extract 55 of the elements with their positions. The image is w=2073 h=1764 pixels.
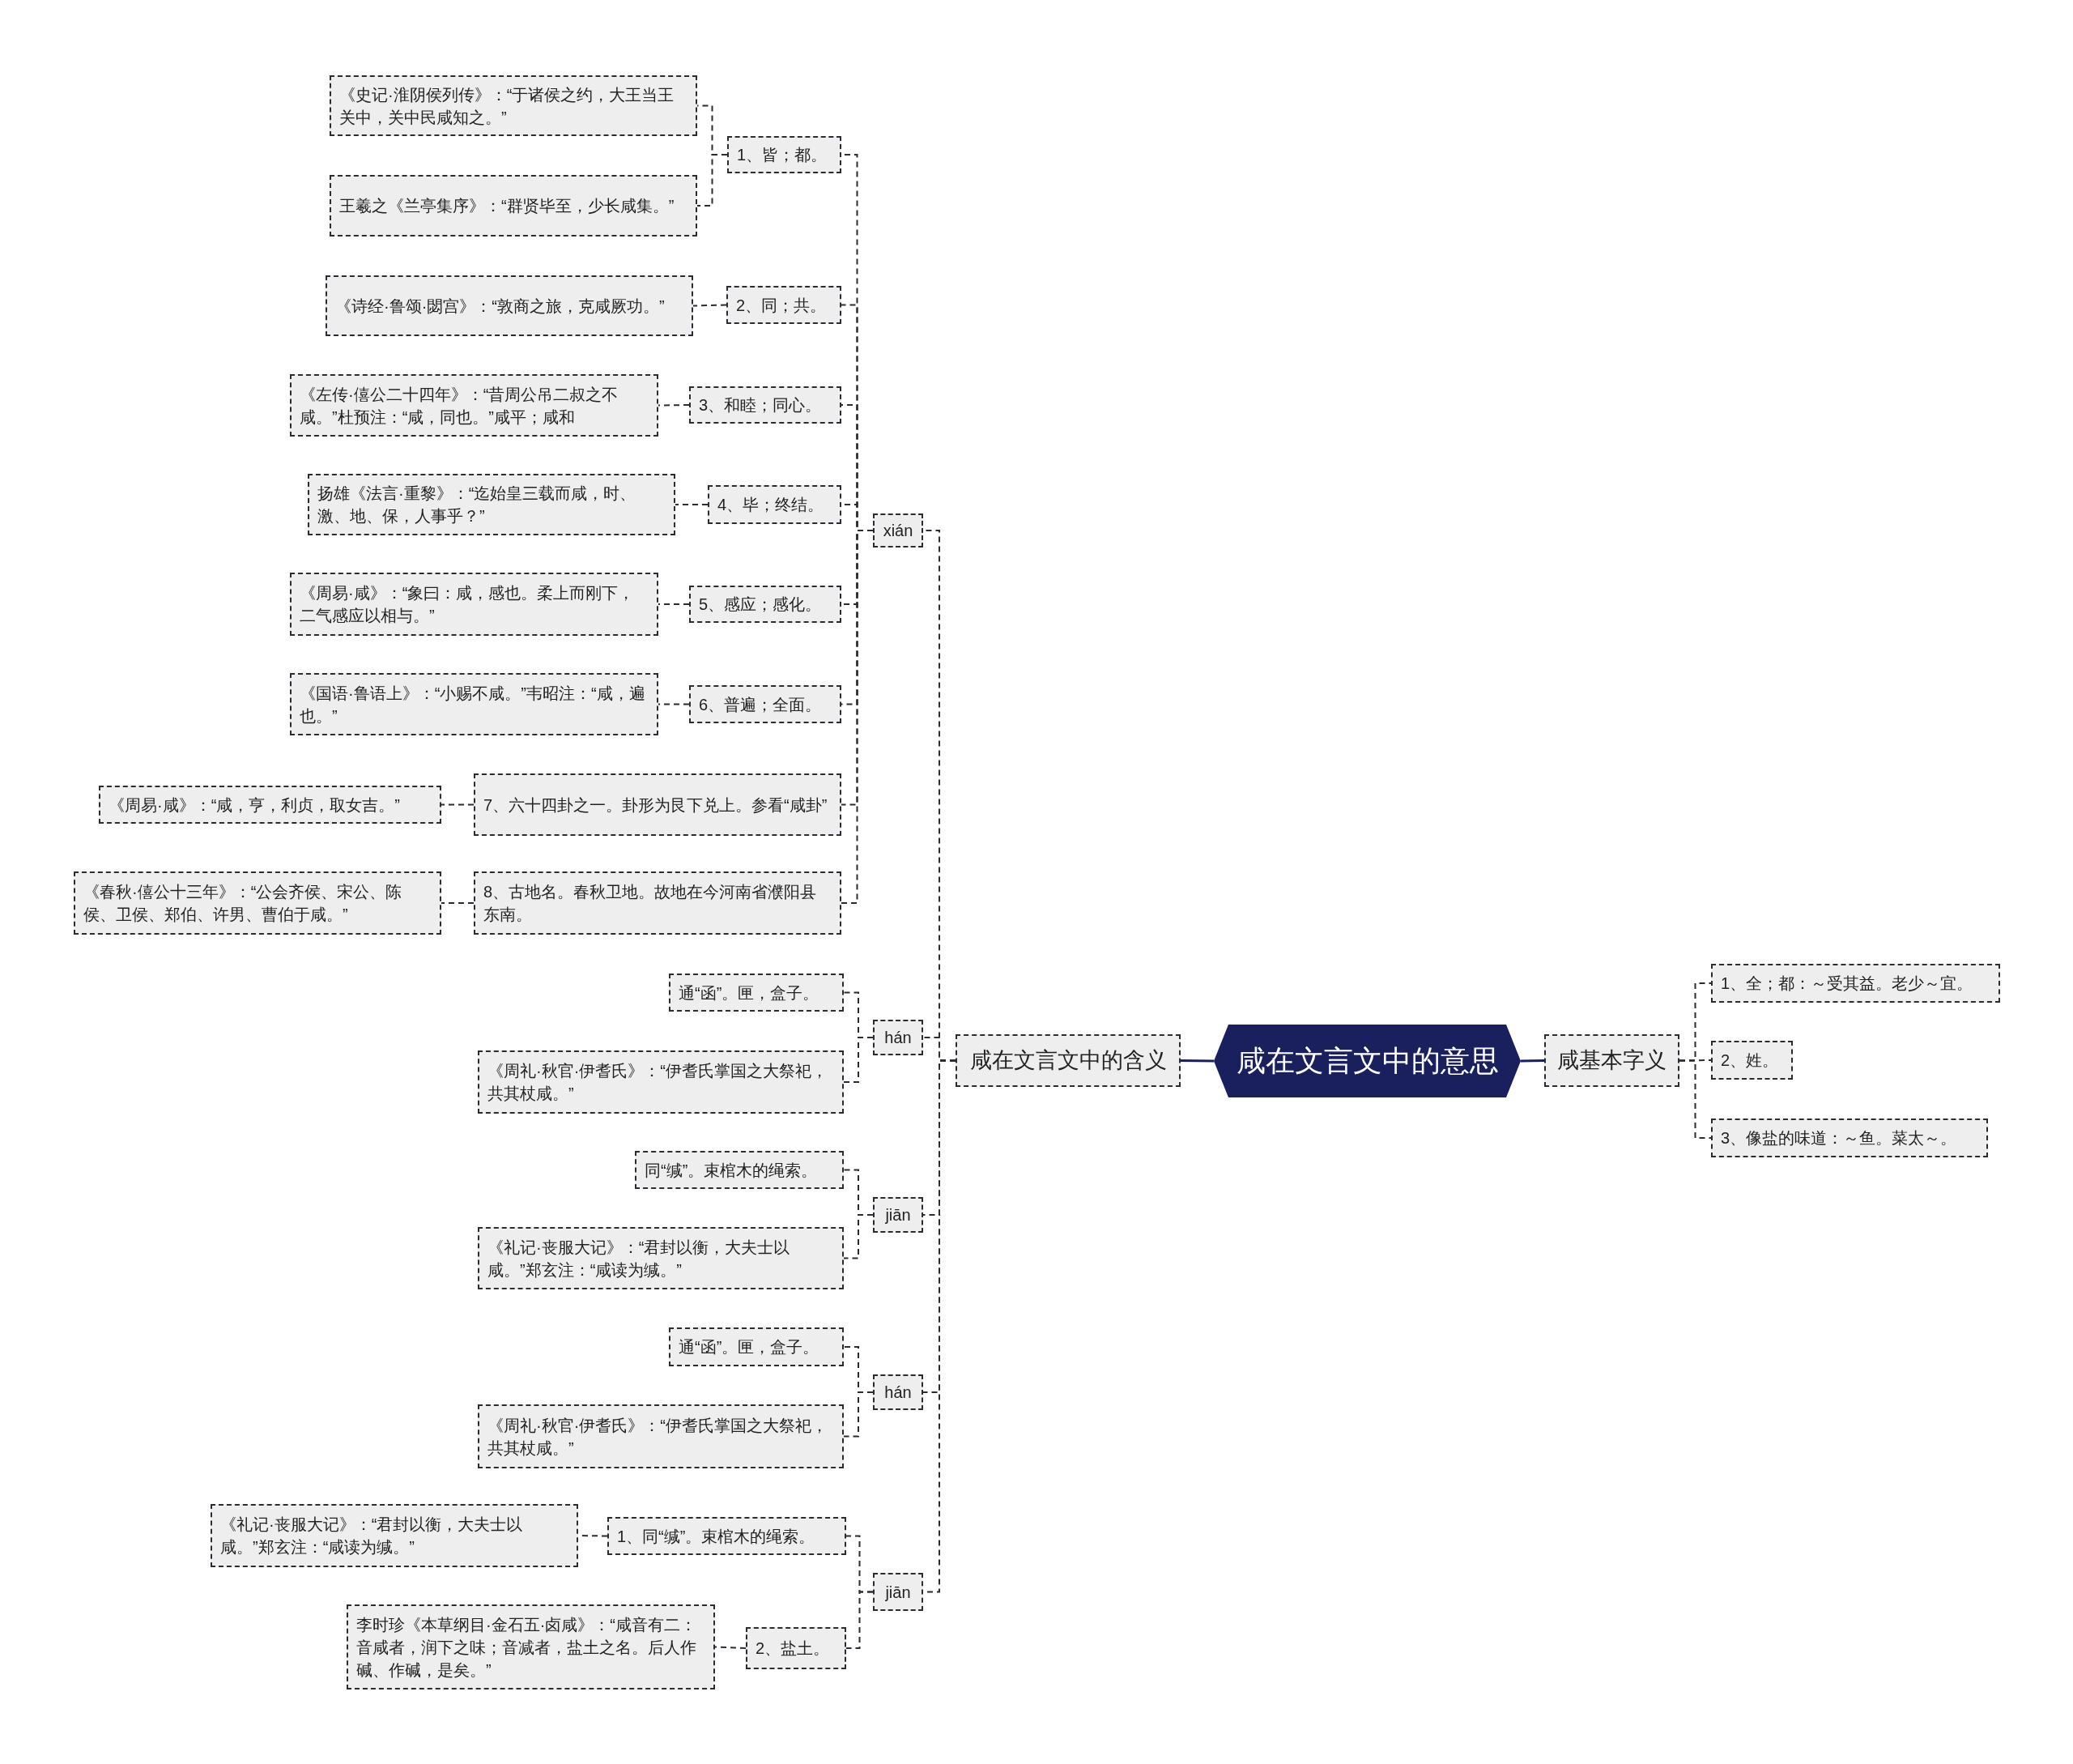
connector-line xyxy=(843,1214,874,1259)
connector-line xyxy=(675,504,709,505)
connector-line xyxy=(696,154,728,207)
pinyin-box: xián xyxy=(873,513,923,548)
text-box: 3、像盐的味道：～鱼。菜太～。 xyxy=(1711,1118,1988,1157)
connector-line xyxy=(1679,1059,1712,1062)
connector-line xyxy=(441,803,475,806)
connector-line xyxy=(843,1391,874,1438)
connector-line xyxy=(845,1591,874,1649)
text-box: 李时珍《本草纲目·金石五·卤咸》：“咸音有二：音咸者，润下之味；音减者，盐土之名。后人作碱、作碱，是矣。” xyxy=(347,1604,715,1689)
text-box: 《诗经·鲁颂·閟宫》：“敦商之旅，克咸厥功。” xyxy=(326,275,693,336)
connector-line xyxy=(658,404,690,407)
pinyin-box: hán xyxy=(873,1020,923,1055)
text-box: 通“函”。匣，盒子。 xyxy=(669,974,844,1012)
connector-line xyxy=(1180,1059,1215,1063)
text-box: 1、同“缄”。束棺木的绳索。 xyxy=(607,1517,846,1555)
text-box: 6、普遍；全面。 xyxy=(689,685,841,723)
text-box: 《国语·鲁语上》：“小赐不咸。”韦昭注：“咸，遍也。” xyxy=(290,673,658,735)
connector-line xyxy=(658,703,690,705)
text-box: 《礼记·丧服大记》：“君封以衡，大夫士以咸。”郑玄注：“咸读为缄。” xyxy=(211,1504,578,1567)
text-box: 3、和睦；同心。 xyxy=(689,386,841,424)
central-topic-box: 咸在文言文中的意思 xyxy=(1214,1025,1521,1097)
connector-line xyxy=(1520,1059,1545,1063)
pinyin-box: jiān xyxy=(873,1573,923,1611)
text-box: 通“函”。匣，盒子。 xyxy=(669,1327,844,1366)
text-box: 《周易·咸》：“咸，亨，利贞，取女吉。” xyxy=(99,786,441,824)
text-box: 《礼记·丧服大记》：“君封以衡，大夫士以咸。”郑玄注：“咸读为缄。” xyxy=(478,1227,844,1289)
text-box: 王羲之《兰亭集序》：“群贤毕至，少长咸集。” xyxy=(330,175,697,236)
text-box: 《周礼·秋官·伊耆氏》：“伊耆氏掌国之大祭祀，共其杖咸。” xyxy=(478,1404,844,1468)
pinyin-box: hán xyxy=(873,1374,923,1410)
text-box: 同“缄”。束棺木的绳索。 xyxy=(635,1151,844,1189)
pinyin-box: jiān xyxy=(873,1197,923,1233)
connector-line xyxy=(441,902,475,904)
text-box: 1、皆；都。 xyxy=(727,136,841,173)
connector-line xyxy=(658,603,690,605)
text-box: 《周礼·秋官·伊耆氏》：“伊耆氏掌国之大祭祀，共其杖咸。” xyxy=(478,1050,844,1114)
text-box: 8、古地名。春秋卫地。故地在今河南省濮阳县东南。 xyxy=(474,871,841,935)
text-box: 《春秋·僖公十三年》：“公会齐侯、宋公、陈侯、卫侯、郑伯、许男、曹伯于咸。” xyxy=(74,871,441,935)
text-box: 《史记·淮阴侯列传》：“于诸侯之约，大王当王关中，关中民咸知之。” xyxy=(330,75,697,136)
connector-line xyxy=(692,304,727,307)
text-box: 2、同；共。 xyxy=(726,286,841,324)
text-box: 7、六十四卦之一。卦形为艮下兑上。参看“咸卦” xyxy=(474,773,841,836)
connector-line xyxy=(1679,1059,1712,1139)
text-box: 5、感应；感化。 xyxy=(689,586,841,623)
text-box: 2、盐土。 xyxy=(746,1627,846,1669)
text-box: 《周易·咸》：“象曰：咸，感也。柔上而刚下，二气感应以相与。” xyxy=(290,573,658,636)
text-box: 2、姓。 xyxy=(1711,1041,1793,1080)
connector-line xyxy=(843,1037,874,1083)
text-box: 《左传·僖公二十四年》：“昔周公吊二叔之不咸。”杜预注：“咸，同也。”咸平；咸和 xyxy=(290,374,658,437)
topic-box: 咸在文言文中的含义 xyxy=(956,1034,1181,1087)
text-box: 4、毕；终结。 xyxy=(708,485,841,524)
text-box: 1、全；都：～受其益。老少～宜。 xyxy=(1711,964,2000,1003)
text-box: 扬雄《法言·重黎》：“迄始皇三载而咸，时、激、地、保，人事乎？” xyxy=(308,474,675,535)
connector-line xyxy=(714,1646,747,1649)
topic-box: 咸基本字义 xyxy=(1544,1034,1679,1087)
